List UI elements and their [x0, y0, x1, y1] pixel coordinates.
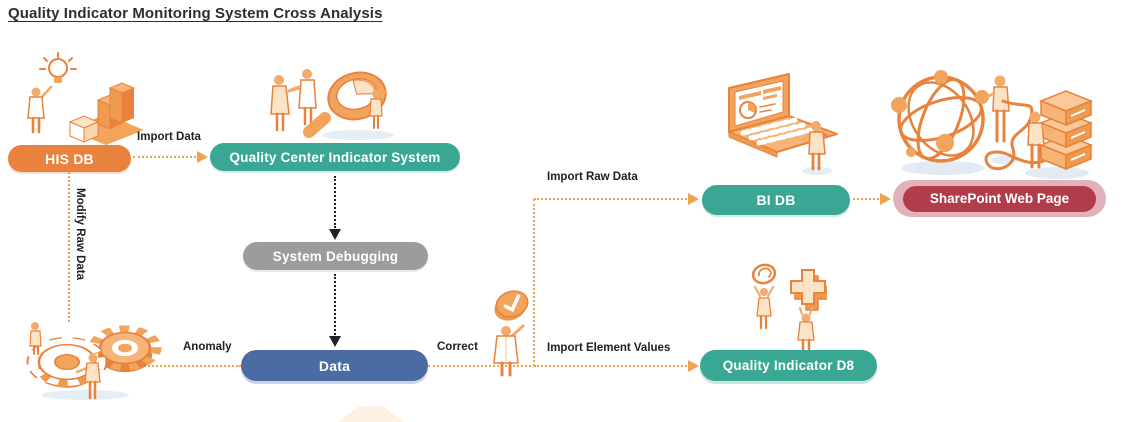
cutoff-illustration-fragment — [338, 406, 404, 422]
handshake-magnifier-icon — [270, 69, 394, 140]
page-title: Quality Indicator Monitoring System Cros… — [8, 5, 383, 22]
node-data: Data — [241, 350, 428, 381]
edge-label-modify-raw-data: Modify Raw Data — [74, 188, 86, 281]
edge-label-correct: Correct — [437, 341, 478, 353]
node-sharepoint-ring: SharePoint Web Page — [893, 180, 1106, 217]
edge-label-import-raw-data: Import Raw Data — [547, 171, 638, 183]
idea-person-bar-chart-icon — [27, 52, 144, 145]
edge-modify-raw-data-line — [68, 172, 70, 322]
edge-import-data-arrowhead — [197, 151, 208, 163]
edge-qcis-debug-line — [334, 176, 336, 228]
node-quality-indicator-d8: Quality Indicator D8 — [700, 350, 877, 381]
edge-label-import-data: Import Data — [137, 131, 201, 143]
edge-qcis-debug-arrowhead — [329, 229, 341, 240]
edge-label-anomaly: Anomaly — [183, 341, 232, 353]
edge-debug-data-line — [334, 274, 336, 335]
edge-bidb-sharepoint-line — [853, 198, 879, 200]
edge-import-raw-data-line — [534, 198, 687, 200]
node-bi-db: BI DB — [702, 185, 850, 215]
edge-branch-vertical-line — [533, 199, 535, 366]
edge-anomaly-line — [97, 365, 241, 367]
people-coin-medical-cross-icon — [751, 263, 827, 350]
node-quality-center-indicator-system: Quality Center Indicator System — [210, 143, 460, 171]
edge-correct-line — [428, 365, 535, 367]
node-sharepoint-web-page: SharePoint Web Page — [903, 185, 1096, 212]
edge-debug-data-arrowhead — [329, 336, 341, 347]
edge-import-data-line — [133, 156, 196, 158]
globe-network-servers-icon — [891, 70, 1094, 179]
edge-bidb-sharepoint-arrowhead — [880, 193, 891, 205]
node-his-db: HIS DB — [8, 145, 131, 172]
laptop-analytics-icon — [728, 73, 838, 175]
edge-import-element-values-line — [534, 365, 687, 367]
person-check-coin-icon — [493, 290, 529, 377]
node-system-debugging: System Debugging — [243, 242, 428, 270]
edge-label-import-element-values: Import Element Values — [547, 342, 671, 354]
gears-workers-icon — [26, 322, 162, 400]
edge-import-raw-data-arrowhead — [688, 193, 699, 205]
edge-import-element-values-arrowhead — [688, 360, 699, 372]
